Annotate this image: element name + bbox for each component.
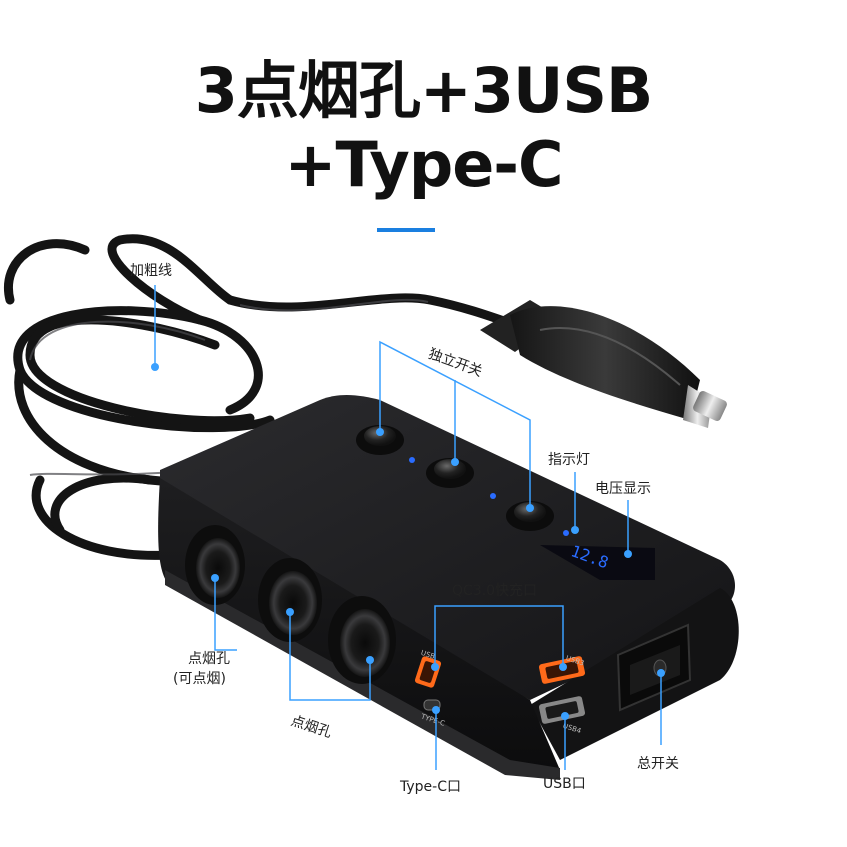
label-type-c-port: Type-C口 <box>400 779 461 795</box>
label-thick-cable: 加粗线 <box>130 263 172 279</box>
charger-body <box>158 395 739 780</box>
label-socket-lighter-2: (可点烟) <box>173 671 226 687</box>
title-line-2: +Type-C <box>284 128 564 201</box>
label-main-switch: 总开关 <box>637 756 679 772</box>
title-accent-bar <box>377 228 435 232</box>
label-qc-fast-charge: QC3.0快充口 <box>452 583 538 599</box>
independent-switch-buttons <box>356 425 554 531</box>
indicator-leds <box>409 457 569 536</box>
label-indicator-light: 指示灯 <box>548 452 590 468</box>
title-line-1: 3点烟孔+3USB <box>194 54 653 127</box>
main-rocker-switch <box>616 623 692 712</box>
lighter-sockets <box>185 525 396 684</box>
car-plug <box>480 300 727 428</box>
label-socket-lighter-1: 点烟孔 <box>188 651 230 667</box>
callout-lines <box>151 285 665 770</box>
label-usb-port: USB口 <box>543 776 586 792</box>
label-voltage-display: 电压显示 <box>595 481 651 497</box>
